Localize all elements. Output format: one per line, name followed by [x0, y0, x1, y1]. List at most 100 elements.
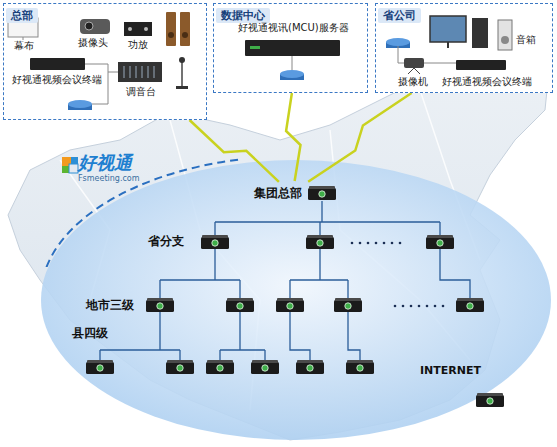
logo-part — [71, 157, 78, 164]
device-label: 好视通视频会议终端 — [442, 76, 532, 88]
screen-stand — [23, 37, 24, 40]
device-box — [251, 360, 279, 374]
dot — [426, 305, 429, 308]
panel-ground — [3, 3, 207, 120]
speaker-cone — [501, 36, 509, 44]
speaker-icon — [498, 20, 512, 50]
device-box — [226, 298, 254, 312]
terminal-icon — [30, 58, 85, 70]
link-bolt — [286, 93, 300, 181]
microphone-icon — [181, 62, 183, 86]
dot — [367, 242, 370, 245]
device-label: 摄像头 — [78, 37, 108, 49]
speaker-icon — [180, 12, 190, 46]
device-box — [201, 235, 229, 249]
network-region: 集团总部 好视通Fsmeeting.com — [38, 150, 554, 442]
amplifier-knob — [144, 27, 148, 31]
device-label: 摄像机 — [398, 76, 428, 88]
device-box — [334, 298, 362, 312]
amplifier-knob — [128, 27, 132, 31]
device-box — [346, 360, 374, 374]
dot — [442, 305, 445, 308]
device-label: 调音台 — [126, 86, 156, 98]
device-box — [426, 235, 454, 249]
continuation-dots — [351, 242, 445, 308]
microphone-base — [176, 86, 188, 89]
level-label: 省分支 — [148, 234, 184, 248]
level-label: INTERNET — [420, 364, 481, 377]
panel: 数据中心 — [213, 3, 368, 93]
panel-title: 省公司 — [378, 8, 421, 23]
device-label: 幕布 — [14, 40, 34, 52]
device-label: 音箱 — [516, 34, 536, 46]
dot — [418, 305, 421, 308]
device-box — [476, 393, 504, 407]
device-box — [308, 186, 336, 200]
level-label: 县四级 — [72, 326, 108, 340]
router-icon — [280, 70, 304, 78]
panel: 总部 — [3, 3, 207, 120]
logo-part — [69, 164, 78, 173]
monitor-icon — [430, 16, 466, 42]
logo-icon — [62, 157, 78, 173]
projector-lens — [85, 22, 93, 30]
dot — [391, 242, 394, 245]
monitor-stand — [447, 42, 449, 48]
device-box — [206, 360, 234, 374]
mixer-icon — [118, 62, 162, 82]
device-box — [146, 298, 174, 312]
panel-title: 数据中心 — [216, 8, 270, 23]
panel-ground — [213, 3, 368, 93]
camera-icon — [404, 58, 424, 68]
terminal-icon — [456, 60, 506, 70]
router-icon — [386, 38, 410, 46]
speaker-icon — [166, 12, 176, 46]
device-label: 功放 — [128, 39, 148, 51]
logo-url: Fsmeeting.com — [78, 174, 554, 184]
device-box — [456, 298, 484, 312]
device-label: 好视通视频会议终端 — [12, 74, 102, 86]
dot — [351, 242, 354, 245]
server-light — [250, 46, 260, 49]
projector-icon — [80, 19, 110, 34]
speaker-cone — [182, 32, 188, 38]
device-box — [306, 235, 334, 249]
speaker-cone — [168, 32, 174, 38]
device-box — [308, 186, 336, 200]
device-node: 集团总部 — [251, 183, 339, 203]
device-box — [296, 360, 324, 374]
dot — [434, 305, 437, 308]
device-box — [86, 360, 114, 374]
logo-part — [62, 166, 69, 173]
level-label: 集团总部 — [254, 186, 302, 200]
panel: 省公司 — [375, 3, 553, 93]
level-label: 地市三级 — [86, 298, 134, 312]
wire — [292, 56, 293, 70]
device-box — [276, 298, 304, 312]
network-fill — [41, 160, 551, 440]
dot — [394, 305, 397, 308]
panel-title: 总部 — [6, 8, 38, 23]
link-bolt — [190, 120, 279, 182]
device-label: 好视通视讯(MCU)服务器 — [238, 22, 349, 34]
computer-icon — [472, 18, 488, 48]
wire — [85, 64, 118, 104]
amplifier-icon — [124, 22, 152, 36]
region-outline — [41, 156, 242, 267]
microphone-head — [179, 57, 185, 63]
dot — [375, 242, 378, 245]
panel-ground — [375, 3, 553, 93]
wire — [398, 46, 456, 63]
link-bolt — [308, 93, 411, 182]
tree-line — [100, 201, 470, 360]
dot — [410, 305, 413, 308]
router-icon — [68, 100, 92, 108]
logo-text: 好视通 — [78, 152, 554, 174]
mixer-faders — [124, 66, 154, 78]
dot — [402, 305, 405, 308]
device-box — [166, 360, 194, 374]
